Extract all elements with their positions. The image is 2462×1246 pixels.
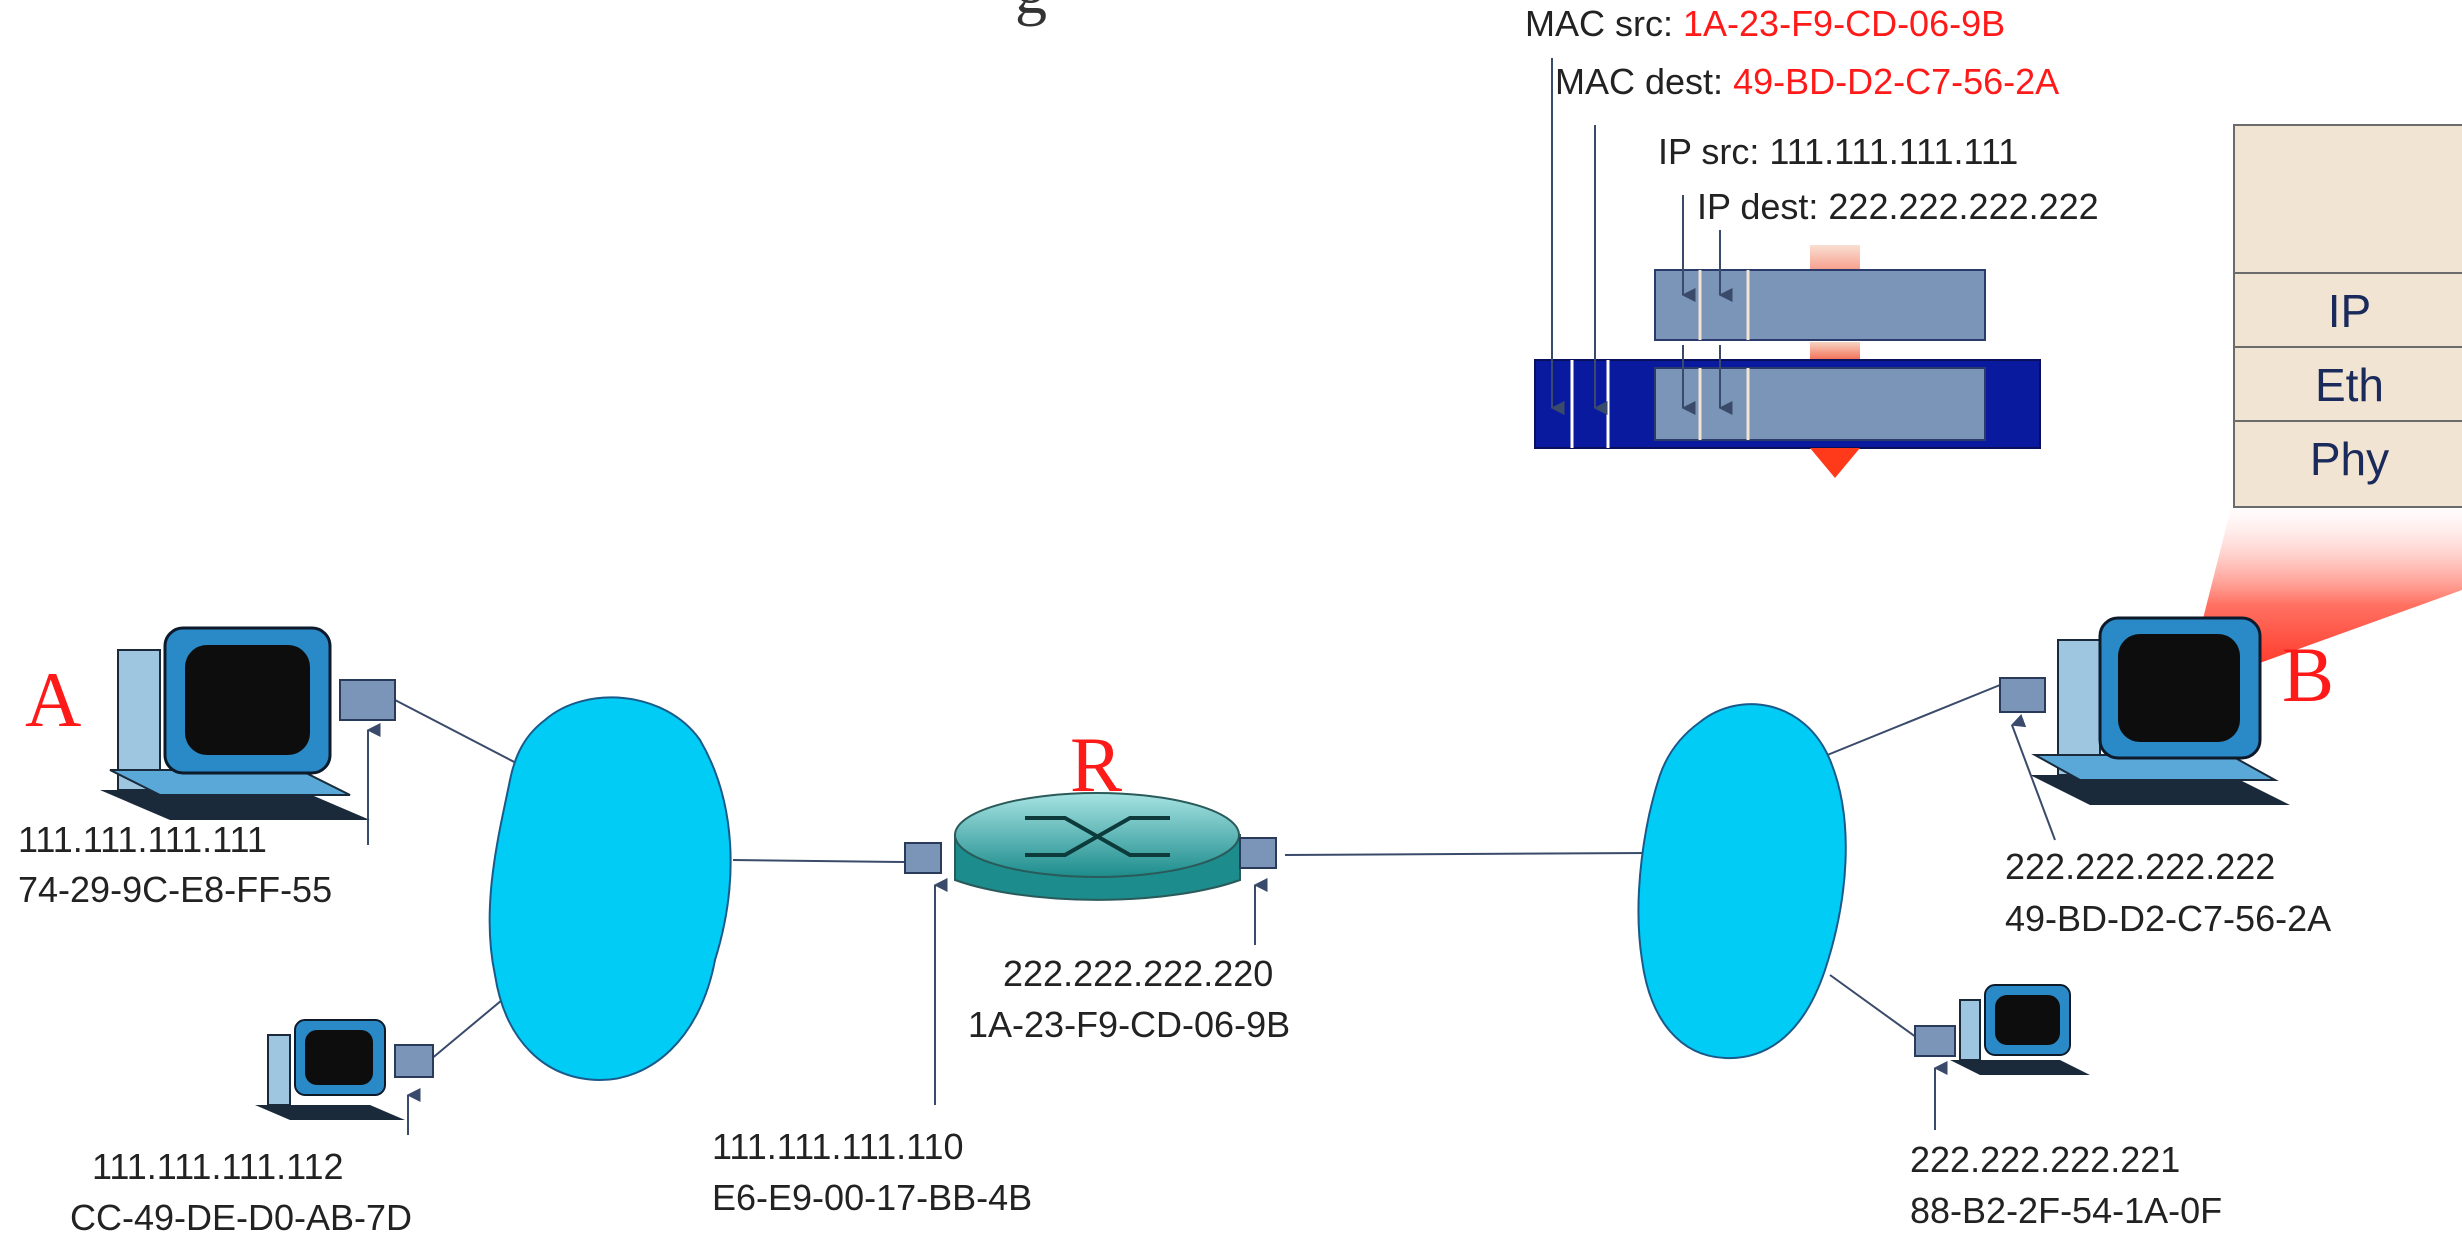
host-a-ip: 111.111.111.111 (18, 819, 267, 860)
field-arrows (1550, 58, 1733, 415)
host-a2-ip: 111.111.111.112 (92, 1146, 344, 1187)
host-b-ip: 222.222.222.222 (2005, 846, 2276, 887)
ip-dest-label: IP dest: 222.222.222.222 (1697, 186, 2099, 227)
computer-icon-host-b (1999, 616, 2290, 805)
router-right-ip: 222.222.222.220 (1003, 953, 1274, 994)
router-left-ip: 111.111.111.110 (712, 1126, 964, 1167)
computer-icon-host-b2 (1914, 984, 2090, 1075)
host-b2-ip: 222.222.222.221 (1910, 1139, 2181, 1180)
mac-src-label: MAC src: 1A-23-F9-CD-06-9B (1525, 2, 2005, 46)
mac-dest-label: MAC dest: 49-BD-D2-C7-56-2A (1555, 60, 2059, 104)
ip-src-label: IP src: 111.111.111.111 (1658, 131, 2019, 172)
node-label-r: R (1070, 721, 1123, 808)
mac-src-key: MAC src: (1525, 3, 1673, 44)
title-fragment: g (1015, 0, 1047, 24)
computer-icon-host-a2 (255, 1019, 434, 1120)
node-label-a: A (25, 656, 82, 743)
protocol-stack: IP Eth Phy (2233, 124, 2462, 508)
stack-layer-ip: IP (2235, 272, 2462, 348)
mac-src-value: 1A-23-F9-CD-06-9B (1683, 3, 2006, 44)
interface-arrows (366, 714, 2056, 1135)
subnet-cloud-right (1637, 703, 1847, 1060)
host-a2-mac: CC-49-DE-D0-AB-7D (70, 1197, 413, 1238)
router-icon (904, 792, 1277, 901)
datagram-block (1654, 269, 1986, 341)
router-left-mac: E6-E9-00-17-BB-4B (712, 1177, 1033, 1218)
router-right-mac: 1A-23-F9-CD-06-9B (968, 1004, 1291, 1045)
frame-illustration (1534, 245, 2041, 478)
host-a-mac: 74-29-9C-E8-FF-55 (18, 869, 333, 910)
stack-layer-eth: Eth (2235, 346, 2462, 422)
stack-layer-phy: Phy (2235, 420, 2462, 496)
mac-dest-value: 49-BD-D2-C7-56-2A (1733, 61, 2060, 102)
node-label-b: B (2282, 631, 2335, 718)
subnet-cloud-left (488, 696, 732, 1082)
host-b-mac: 49-BD-D2-C7-56-2A (2005, 898, 2332, 939)
computer-icon-host-a (100, 626, 396, 820)
host-b2-mac: 88-B2-2F-54-1A-0F (1910, 1190, 2223, 1231)
mac-dest-key: MAC dest: (1555, 61, 1724, 102)
